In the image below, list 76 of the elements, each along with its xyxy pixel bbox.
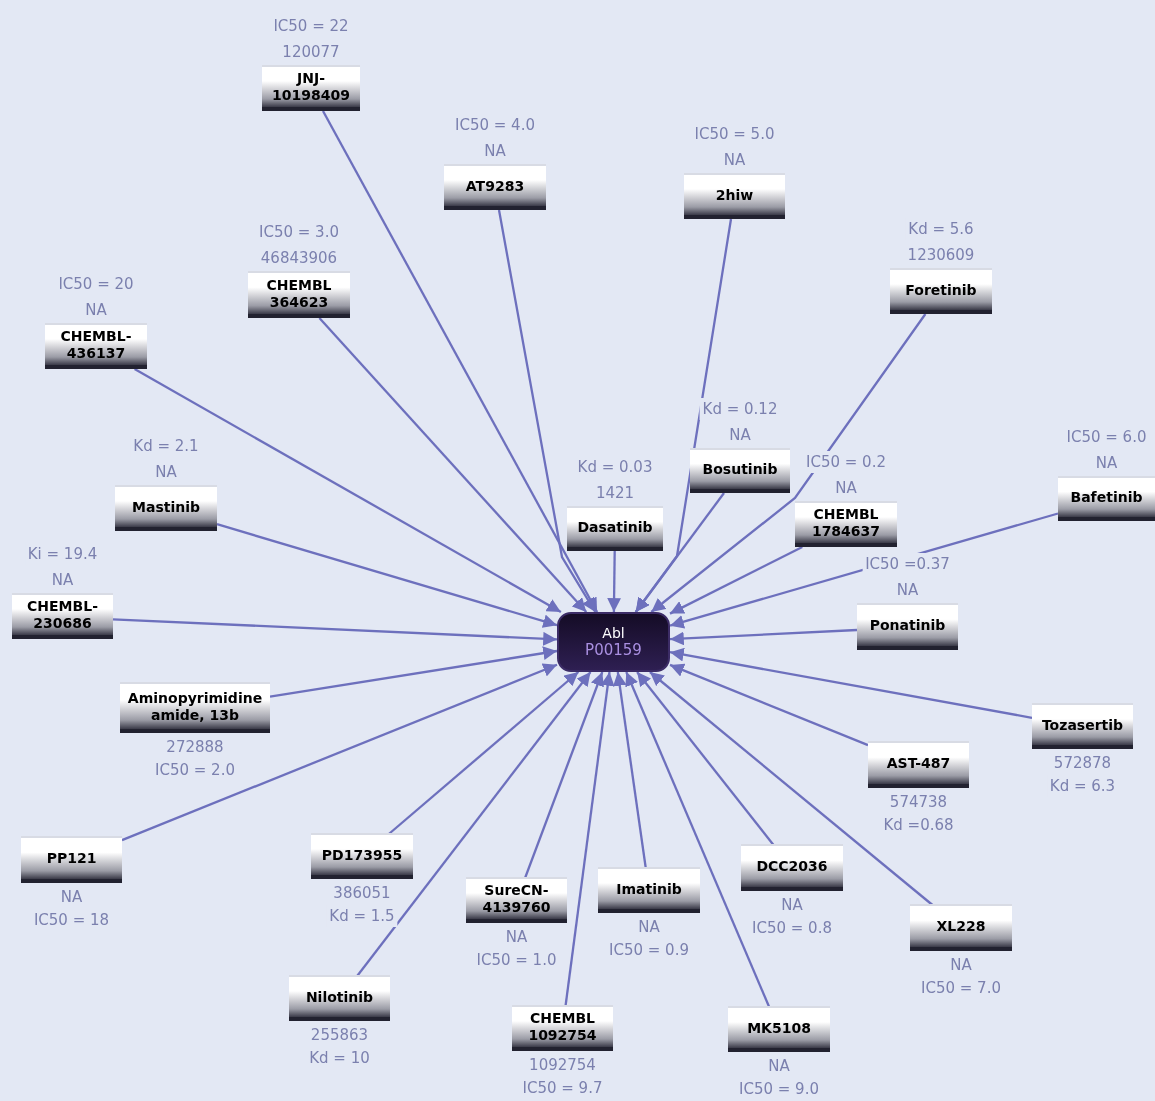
compound-name: Dasatinib: [576, 519, 654, 536]
arrow: [669, 647, 1033, 719]
compound-name: PP121: [45, 850, 98, 867]
compound-name: Bosutinib: [701, 461, 779, 478]
arrow: [355, 671, 592, 978]
compound-name: CHEMBL 364623: [265, 276, 333, 311]
compound-box: [512, 1007, 613, 1051]
compound-box: [910, 906, 1012, 951]
compound-box: [262, 67, 360, 111]
arrow: [669, 663, 869, 747]
compound-box: [115, 487, 217, 531]
arrow: [649, 671, 935, 907]
compound-box: [466, 879, 567, 923]
compound-box: [444, 166, 546, 210]
arrow: [121, 663, 558, 842]
compound-box: [890, 270, 992, 314]
arrow: [634, 492, 725, 613]
compound-name: Ponatinib: [868, 617, 947, 634]
arrow: [134, 368, 562, 613]
compound-box: [728, 1008, 830, 1052]
arrow: [612, 671, 648, 870]
compound-name: Foretinib: [904, 281, 978, 299]
compound-box: [795, 503, 897, 547]
compound-name: CHEMBL-230686: [26, 598, 99, 632]
compound-name: MK5108: [746, 1019, 812, 1037]
compound-name: Mastinib: [131, 498, 201, 516]
compound-box: [690, 450, 790, 493]
arrow: [386, 671, 580, 836]
arrow: [669, 545, 803, 615]
arrow: [318, 317, 588, 613]
arrow: [497, 209, 597, 613]
compound-name: Tozasertib: [1040, 716, 1125, 734]
arrow: [216, 523, 558, 628]
compound-name: XL228: [935, 918, 987, 935]
compound-name: SureCN-4139760: [481, 882, 552, 916]
compound-box: [598, 869, 700, 913]
arrow: [625, 671, 771, 1009]
target-name: Abl: [602, 625, 625, 641]
compound-box: [12, 595, 113, 639]
compound-name: DCC2036: [755, 858, 829, 875]
compound-box: [248, 273, 350, 318]
compound-box: [45, 325, 147, 369]
compound-box: [21, 838, 122, 883]
arrow: [523, 671, 604, 880]
compound-box: [1058, 478, 1155, 521]
arrow: [322, 110, 599, 613]
compound-name: CHEMBL-436137: [59, 328, 133, 362]
arrow: [564, 671, 615, 1008]
arrow: [607, 551, 621, 612]
compound-name: JNJ-10198409: [271, 70, 351, 104]
arrow: [650, 313, 927, 613]
compound-box: [1032, 705, 1133, 749]
compound-name: 2hiw: [714, 186, 755, 204]
target-node: [557, 612, 670, 672]
compound-box: [120, 684, 270, 733]
arrow: [669, 628, 858, 646]
compound-box: [289, 977, 390, 1021]
compound-name: CHEMBL 1092754: [527, 1010, 598, 1044]
compound-box: [857, 605, 958, 650]
compound-name: Nilotinib: [304, 988, 375, 1006]
compound-box: [311, 835, 413, 879]
arrow: [269, 646, 558, 698]
compound-name: Bafetinib: [1069, 489, 1144, 506]
compound-box: [868, 743, 969, 788]
compound-name: AT9283: [464, 177, 526, 195]
compound-name: Imatinib: [615, 880, 683, 898]
target-id: P00159: [585, 641, 642, 659]
compound-name: AST-487: [885, 755, 952, 772]
compound-name: Aminopyrimidine amide, 13b: [126, 689, 264, 724]
compound-box: [567, 508, 663, 551]
compound-box: [741, 846, 843, 891]
arrow: [636, 671, 776, 847]
arrow: [112, 618, 558, 646]
compound-name: PD173955: [320, 846, 404, 864]
compound-box: [684, 175, 785, 219]
compound-name: CHEMBL 1784637: [810, 506, 882, 540]
